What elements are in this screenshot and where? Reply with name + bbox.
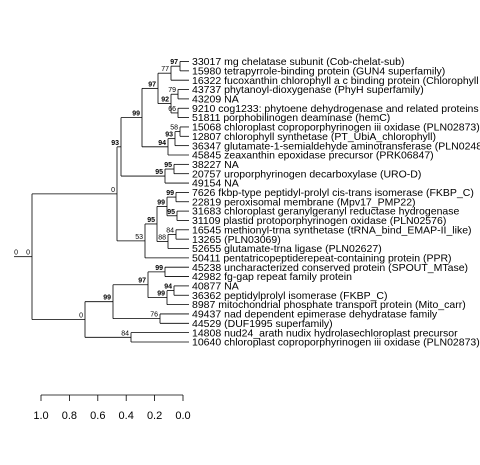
leaf-label: 44529 (DUF1995 superfamily) (192, 318, 333, 330)
bootstrap-value: 77 (161, 66, 169, 73)
distance-scale-axis: 1.0 0.8 0.6 0.4 0.2 0.0 (33, 394, 191, 422)
leaf-label: 42982 fg-gap repeat family protein (192, 271, 352, 283)
bootstrap-value: 0 (79, 313, 83, 320)
bootstrap-value: 53 (135, 234, 143, 241)
bootstrap-value: 94 (164, 284, 172, 291)
bootstrap-value: 88 (158, 234, 166, 241)
leaf-label: 49154 NA (192, 178, 239, 190)
leaf-label: 10640 chloroplast coproporphyrinogen iii… (192, 337, 480, 349)
leaf-label: 22819 peroxisomal membrane (Mpv17_PMP22) (192, 196, 416, 208)
leaf-labels: 33017 mg chelatase subunit (Cob-chelat-s… (192, 56, 480, 349)
leaf-label: 50411 pentatricopeptiderepeat-containing… (192, 252, 452, 264)
bootstrap-value: 79 (168, 87, 176, 94)
scale-tick-label: 0.8 (62, 410, 77, 422)
bootstrap-value: 95 (167, 209, 175, 216)
leaf-label: 38227 NA (192, 159, 239, 171)
bootstrap-value: 84 (121, 330, 129, 337)
bootstrap-value: 93 (111, 140, 119, 147)
leaf-label: 9210 cog1233: phytoene dehydrogenase and… (192, 103, 479, 115)
bootstrap-values: 9777796692975893949599959399959984889553… (14, 59, 178, 337)
leaf-label: 8987 mitochondrial phosphate transport p… (192, 299, 466, 311)
leaf-label: 20757 uroporphyrinogen decarboxylase (UR… (192, 168, 421, 180)
leaf-label: 45238 uncharacterized conserved protein … (192, 262, 468, 274)
bootstrap-value: 95 (155, 169, 163, 176)
bootstrap-value: 99 (132, 111, 140, 118)
leaf-label: 15980 tetrapyrrole-binding protein (GUN4… (192, 65, 445, 77)
leaf-label: 31683 chloroplast geranylgeranyl reducta… (192, 206, 460, 218)
leaf-label: 12807 chlorophyll synthetase (PT_UbiA_ch… (192, 131, 436, 143)
bootstrap-value: 99 (157, 291, 165, 298)
leaf-label: 31109 plastid protoporphyrinogen oxidase… (192, 215, 446, 227)
leaf-label: 36347 glutamate-1-semialdehyde aminotran… (192, 140, 480, 152)
bootstrap-value: 99 (155, 265, 163, 272)
leaf-label: 51811 porphobilinogen deaminase (hemC) (192, 112, 390, 124)
scale-tick-label: 0.0 (175, 410, 190, 422)
scale-tick-label: 0.4 (119, 410, 134, 422)
bootstrap-value: 94 (158, 140, 166, 147)
leaf-label: 15068 chloroplast coproporphyrinogen iii… (192, 122, 480, 134)
leaf-label: 49437 nad dependent epimerase dehydratas… (192, 309, 438, 321)
bootstrap-value: 0 (26, 250, 30, 257)
bootstrap-value: 95 (164, 162, 172, 169)
scale-tick-label: 1.0 (33, 410, 48, 422)
bootstrap-value: 97 (148, 81, 156, 88)
bootstrap-value: 58 (170, 125, 178, 132)
leaf-label: 45845 zeaxanthin epoxidase precursor (PR… (192, 150, 434, 162)
leaf-label: 16545 methionyl-trna synthetase (tRNA_bi… (192, 224, 472, 236)
bootstrap-value: 66 (168, 106, 176, 113)
bootstrap-value: 99 (103, 295, 111, 302)
bootstrap-value: 92 (161, 97, 169, 104)
leaf-label: 13265 (PLN03069) (192, 234, 281, 246)
leaf-label: 52655 glutamate-trna ligase (PLN02627) (192, 243, 382, 255)
leaf-label: 40877 NA (192, 281, 239, 293)
bootstrap-value: 76 (150, 312, 158, 319)
scale-tick-label: 0.2 (147, 410, 162, 422)
tree-branches (14, 61, 189, 343)
bootstrap-value: 97 (138, 278, 146, 285)
bootstrap-value: 0 (14, 250, 18, 257)
bootstrap-value: 97 (170, 59, 178, 66)
leaf-label: 43209 NA (192, 94, 239, 106)
leaf-label: 7626 fkbp-type peptidyl-prolyl cis-trans… (192, 187, 474, 199)
leaf-label: 14808 nud24_arath nudix hydrolasechlorop… (192, 327, 458, 339)
scale-tick-label: 0.6 (90, 410, 105, 422)
bootstrap-value: 93 (165, 132, 173, 139)
bootstrap-value: 0 (111, 187, 115, 194)
bootstrap-value: 95 (147, 217, 155, 224)
bootstrap-value: 99 (166, 190, 174, 197)
bootstrap-value: 99 (157, 199, 165, 206)
bootstrap-value: 84 (166, 227, 174, 234)
leaf-label: 43737 phytanoyl-dioxygenase (PhyH superf… (192, 84, 424, 96)
leaf-label: 16322 fucoxanthin chlorophyll a c bindin… (192, 75, 479, 87)
leaf-label: 36362 peptidylprolyl isomerase (FKBP_C) (192, 290, 388, 302)
leaf-label: 33017 mg chelatase subunit (Cob-chelat-s… (192, 56, 404, 68)
